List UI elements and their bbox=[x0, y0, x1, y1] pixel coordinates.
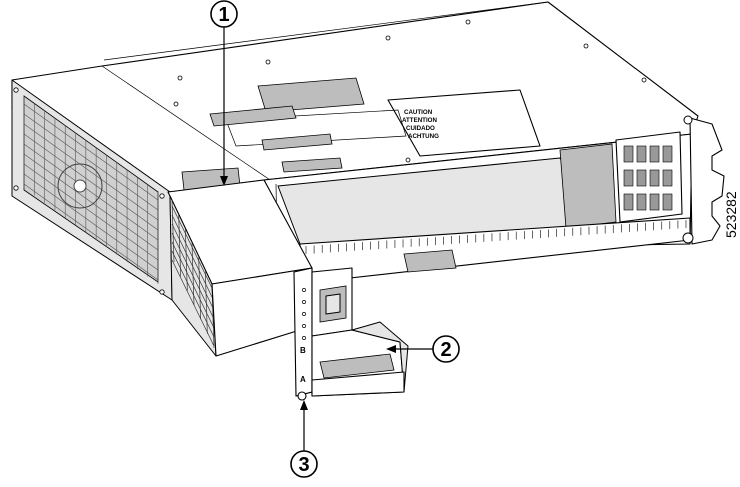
fan-outline bbox=[57, 163, 103, 209]
module-grille-line bbox=[171, 223, 215, 311]
callout-3: 3 bbox=[290, 400, 318, 478]
screw bbox=[385, 35, 391, 41]
module-card-side bbox=[351, 321, 409, 393]
connector-pin bbox=[662, 169, 673, 187]
module-grille-line bbox=[171, 205, 215, 293]
callout-2: 2 bbox=[386, 335, 460, 363]
connector-pin bbox=[662, 145, 673, 163]
caution-line-4: ACHTUNG bbox=[408, 133, 439, 140]
connector-pin bbox=[662, 193, 673, 211]
module-grille-line bbox=[171, 232, 215, 320]
screw bbox=[583, 43, 589, 49]
grille-line bbox=[23, 113, 159, 211]
fan-grille bbox=[23, 95, 159, 284]
callout-2-number: 2 bbox=[440, 339, 451, 361]
connector-pin bbox=[636, 145, 647, 163]
grille-line bbox=[23, 163, 159, 261]
connector-pin bbox=[623, 145, 634, 163]
cover-edge-line bbox=[101, 65, 277, 185]
module-grille-line bbox=[171, 250, 215, 338]
module-grille-line bbox=[178, 214, 182, 277]
module-grille-line bbox=[171, 241, 215, 329]
callout-3-arrowhead bbox=[300, 400, 308, 410]
screw bbox=[173, 101, 179, 107]
cover-barcode-3 bbox=[281, 157, 343, 173]
module-grille-line bbox=[171, 214, 215, 302]
rear-connectors bbox=[559, 131, 683, 229]
connector-pin bbox=[623, 169, 634, 187]
grille-line bbox=[23, 173, 159, 271]
caution-line-2: ATTENTION bbox=[402, 117, 437, 124]
callout-1-number: 1 bbox=[218, 4, 229, 26]
cover-rear-edge bbox=[103, 1, 549, 61]
callout-3-number: 3 bbox=[298, 454, 309, 476]
module-grille-line bbox=[184, 228, 188, 291]
screw bbox=[159, 193, 165, 199]
screw bbox=[465, 19, 471, 25]
screw bbox=[13, 87, 19, 93]
connector-pin bbox=[649, 193, 660, 211]
screw bbox=[13, 185, 19, 191]
callout-1: 1 bbox=[210, 0, 238, 186]
caution-text: CAUTION ATTENTION CUIDADO ACHTUNG bbox=[402, 109, 439, 140]
screw bbox=[159, 289, 165, 295]
caution-line-3: CUIDADO bbox=[406, 125, 435, 132]
grille-line bbox=[23, 143, 159, 241]
screw bbox=[405, 157, 411, 163]
cover-barcode bbox=[209, 105, 297, 127]
module-grille-line bbox=[171, 259, 215, 347]
side-screws bbox=[13, 87, 165, 295]
grille-line bbox=[23, 153, 159, 251]
cover-screws bbox=[173, 19, 647, 163]
product-label-area bbox=[225, 109, 407, 147]
captive-screw bbox=[297, 391, 307, 401]
connector-pin bbox=[623, 193, 634, 211]
connector-pin bbox=[636, 169, 647, 187]
right-latches bbox=[682, 115, 725, 245]
grille-line bbox=[23, 183, 159, 281]
cover-barcode-2 bbox=[261, 133, 333, 151]
faceplate-leds bbox=[302, 288, 306, 340]
figure-id: 523282 bbox=[723, 191, 739, 238]
caution-label bbox=[387, 89, 541, 157]
callout-1-arrowhead bbox=[220, 176, 228, 186]
thumbscrew bbox=[682, 232, 694, 244]
screw bbox=[641, 77, 647, 83]
rail-label bbox=[403, 249, 457, 273]
cover-label-plate bbox=[257, 77, 365, 113]
module-card-lip bbox=[311, 371, 405, 397]
grille-line bbox=[23, 103, 159, 201]
fan-hub bbox=[73, 179, 87, 193]
screw bbox=[265, 59, 271, 65]
caution-line-1: CAUTION bbox=[404, 109, 433, 116]
grille-line bbox=[23, 133, 159, 231]
latch-bracket bbox=[689, 117, 725, 245]
connector-pin bbox=[649, 145, 660, 163]
module-card-slot bbox=[319, 353, 395, 379]
screw bbox=[177, 75, 183, 81]
thumbscrew bbox=[683, 115, 693, 125]
module-grille-line bbox=[171, 199, 175, 263]
grille-line bbox=[23, 123, 159, 221]
connector-pin bbox=[636, 193, 647, 211]
faceplate-letter-b: B bbox=[300, 346, 306, 355]
faceplate-letter-a: A bbox=[300, 375, 306, 384]
connector-pin bbox=[649, 169, 660, 187]
port-inner bbox=[325, 293, 341, 315]
callout-2-arrowhead bbox=[386, 345, 396, 353]
